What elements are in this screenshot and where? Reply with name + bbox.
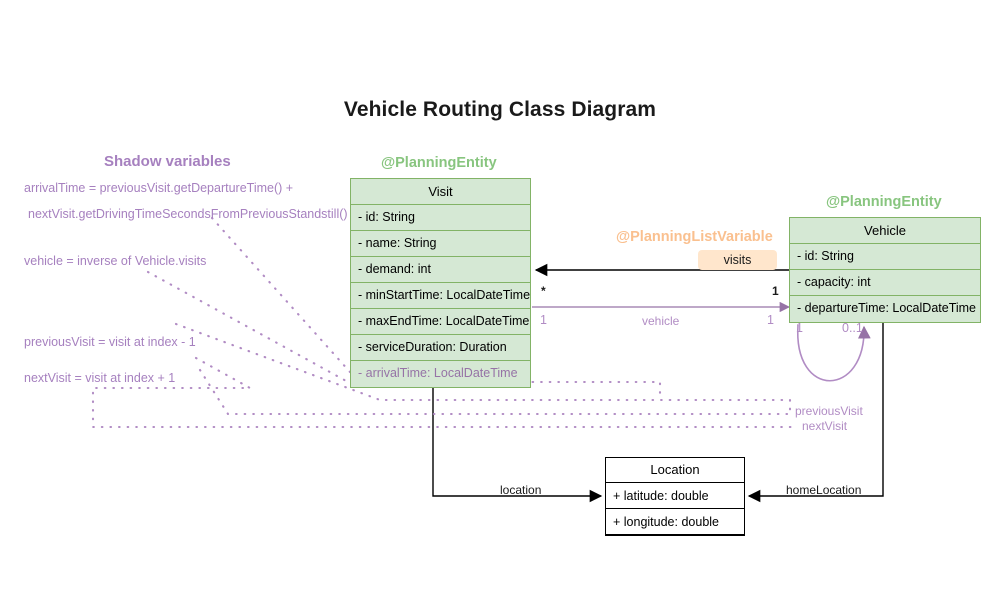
shadow-note-arrivaltime-line1: arrivalTime = previousVisit.getDeparture…	[24, 181, 294, 195]
planning-list-variable-stereotype: @PlanningListVariable	[616, 229, 773, 245]
edge-visit-location	[432, 384, 603, 503]
visit-attribute-name: - name: String	[351, 231, 530, 257]
shadow-note-vehicle: vehicle = inverse of Vehicle.visits	[24, 254, 207, 268]
visit-attribute-serviceduration: - serviceDuration: Duration	[351, 335, 530, 361]
location-attribute-longitude: + longitude: double	[606, 509, 744, 535]
vehicle-home-location-edge-label: homeLocation	[786, 483, 862, 497]
class-box-visit[interactable]: Visit - id: String - name: String - dema…	[350, 178, 531, 388]
visits-role-badge: visits	[698, 250, 777, 270]
visits-target-multiplicity: *	[541, 284, 546, 298]
page-title: Vehicle Routing Class Diagram	[343, 98, 657, 121]
vehicle-attribute-departuretime: - departureTime: LocalDateTime	[797, 301, 977, 315]
next-visit-edge-label: nextVisit	[802, 419, 848, 433]
vehicle-edge-label: vehicle	[642, 314, 680, 328]
class-box-vehicle[interactable]: Vehicle - id: String - capacity: int - d…	[789, 217, 981, 323]
vehicle-self-loop-source-multiplicity: 1	[796, 321, 803, 335]
vehicle-stereotype: @PlanningEntity	[826, 194, 942, 210]
visit-attribute-demand: - demand: int	[351, 257, 530, 283]
visit-attribute-maxendtime: - maxEndTime: LocalDateTime	[351, 309, 530, 335]
vehicle-self-loop-target-multiplicity: 0..1	[842, 321, 863, 335]
vehicle-attribute-capacity: - capacity: int	[790, 270, 980, 296]
shadow-variables-title: Shadow variables	[104, 153, 231, 170]
visit-attribute-minstarttime: - minStartTime: LocalDateTime	[351, 283, 530, 309]
vehicle-source-multiplicity: 1	[540, 313, 547, 327]
visit-location-edge-label: location	[500, 483, 542, 497]
visit-attribute-id: - id: String	[351, 205, 530, 231]
shadow-connector-arrivaltime	[210, 216, 352, 374]
location-attribute-latitude: + latitude: double	[606, 483, 744, 509]
visits-source-multiplicity: 1	[772, 284, 779, 298]
class-name-vehicle: Vehicle	[790, 218, 980, 244]
shadow-note-previousvisit: previousVisit = visit at index - 1	[24, 335, 196, 349]
class-name-location: Location	[606, 458, 744, 483]
previous-visit-edge-label: previousVisit	[795, 404, 863, 418]
visit-attribute-arrivaltime: - arrivalTime: LocalDateTime	[358, 366, 518, 380]
shadow-note-arrivaltime-line2: nextVisit.getDrivingTimeSecondsFromPrevi…	[28, 207, 348, 221]
vehicle-target-multiplicity: 1	[767, 313, 774, 327]
shadow-note-nextvisit: nextVisit = visit at index + 1	[24, 371, 176, 385]
class-box-location[interactable]: Location + latitude: double + longitude:…	[605, 457, 745, 536]
class-name-visit: Visit	[351, 179, 530, 205]
visit-stereotype: @PlanningEntity	[381, 155, 497, 171]
vehicle-attribute-id: - id: String	[790, 244, 980, 270]
